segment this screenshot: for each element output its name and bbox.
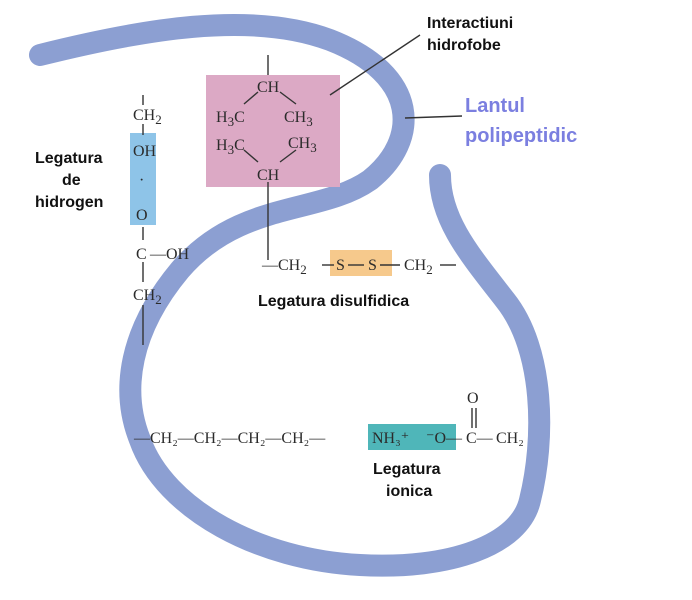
ionic-ch2: CH₂ [496,430,524,447]
chain-title-2: polipeptidic [465,125,577,147]
ionic-label-1: Legatura [373,461,441,478]
hydro-ch3-b: CH3 [288,135,317,155]
hydro-h3c-b: H3C [216,137,245,157]
ss-s1: S [336,257,345,274]
hydrophobic-highlight [206,75,340,187]
hbond-ch2-bottom: CH2 [133,287,162,307]
polypeptide-chain-upper [29,14,551,577]
ionic-o-minus: ⁻O— [426,430,463,447]
hydro-h3c-a: H3C [216,109,245,129]
ss-s2: S [368,257,377,274]
ionic-label-2: ionica [386,483,432,500]
hbond-oh: OH [133,143,157,160]
hydrogen-label-3: hidrogen [35,194,103,211]
hbond-ch2-top: CH2 [133,107,162,127]
ionic-nh3: NH₃⁺ [372,430,409,447]
hydro-ch3-a: CH3 [284,109,313,129]
ionic-carbonyl-o: O [467,390,479,407]
hydro-ch-bottom: CH [257,167,280,184]
hydrogen-label-2: de [62,172,81,189]
chain-title-1: Lantul [465,95,525,117]
hydrogen-label-1: Legatura [35,150,103,167]
ionic-ch2-chain: —CH₂—CH₂—CH₂—CH₂— [133,430,326,447]
ss-right-ch2: CH2 [404,257,433,277]
hydro-ch-top: CH [257,79,280,96]
hydrogen-bond-highlight [130,133,156,225]
ionic-highlight [368,424,456,450]
hbond-dot: · [139,172,144,189]
hydrophobic-label-1: Interactiuni [427,15,513,32]
hbond-c: C [136,246,147,263]
hbond-o: O [136,207,148,224]
disulfide-highlight [330,250,392,276]
disulfide-label: Legatura disulfidica [258,293,409,310]
hydrophobic-label-2: hidrofobe [427,37,501,54]
ss-left-ch2: —CH2 [261,257,307,277]
hbond-oh-side: —OH [149,246,190,263]
ionic-c: C— [466,430,494,447]
